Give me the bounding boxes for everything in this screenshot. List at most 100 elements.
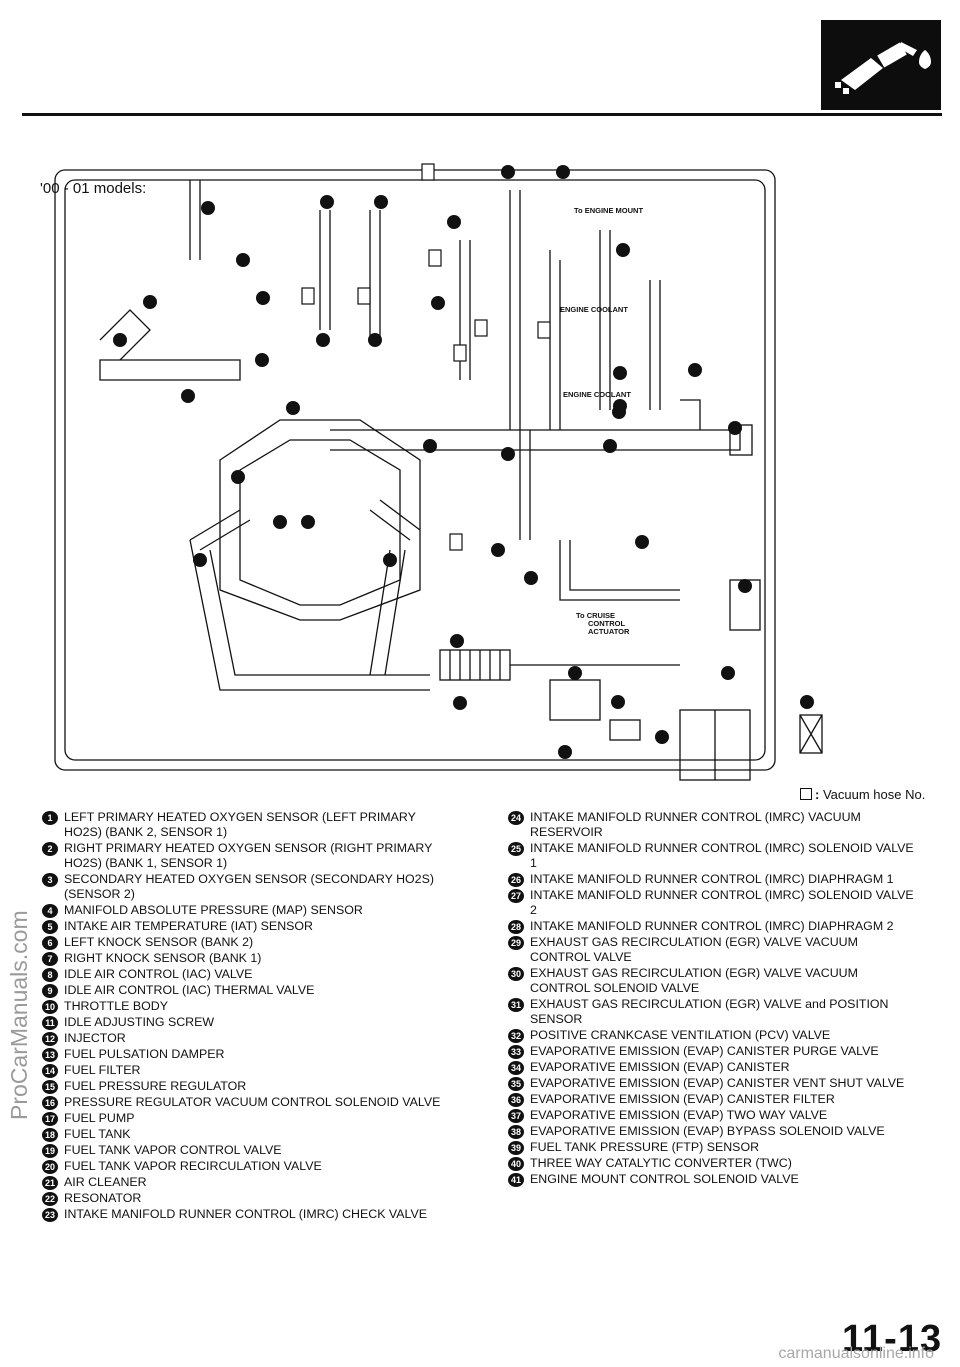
legend-text: THROTTLE BODY: [64, 999, 168, 1013]
legend-number-badge: 16: [42, 1096, 58, 1110]
legend-number-badge: 40: [508, 1157, 524, 1171]
legend-number-badge: 25: [508, 842, 524, 856]
legend-text: IDLE AIR CONTROL (IAC) THERMAL VALVE: [64, 983, 315, 997]
legend-number-badge: 8: [42, 968, 58, 982]
legend-number-badge: 17: [42, 1112, 58, 1126]
to-engine-mount-label: To ENGINE MOUNT: [574, 206, 643, 215]
legend-number-badge: 1: [42, 811, 58, 825]
legend-item: 24 INTAKE MANIFOLD RUNNER CONTROL (IMRC) …: [508, 810, 918, 840]
legend-text: INJECTOR: [64, 1031, 126, 1045]
legend-text: RIGHT PRIMARY HEATED OXYGEN SENSOR (RIGH…: [64, 841, 433, 870]
legend-text: RESONATOR: [64, 1191, 142, 1205]
legend-item: 23 INTAKE MANIFOLD RUNNER CONTROL (IMRC) …: [42, 1207, 452, 1222]
vacuum-hose-legend-text: Vacuum hose No.: [822, 787, 926, 802]
legend-item: 30 EXHAUST GAS RECIRCULATION (EGR) VALVE …: [508, 966, 918, 996]
legend-number-badge: 26: [508, 873, 524, 887]
legend-text: INTAKE MANIFOLD RUNNER CONTROL (IMRC) DI…: [530, 872, 894, 886]
legend-text: EXHAUST GAS RECIRCULATION (EGR) VALVE an…: [530, 997, 889, 1026]
legend-item: 20 FUEL TANK VAPOR RECIRCULATION VALVE: [42, 1159, 452, 1174]
legend-text: FUEL FILTER: [64, 1063, 141, 1077]
legend-text: THREE WAY CATALYTIC CONVERTER (TWC): [530, 1156, 792, 1170]
legend-number-badge: 31: [508, 998, 524, 1012]
legend-number-badge: 22: [42, 1192, 58, 1206]
legend-text: RIGHT KNOCK SENSOR (BANK 1): [64, 951, 262, 965]
legend-text: FUEL PRESSURE REGULATOR: [64, 1079, 247, 1093]
legend-number-badge: 28: [508, 920, 524, 934]
legend-item: 28 INTAKE MANIFOLD RUNNER CONTROL (IMRC) …: [508, 919, 918, 934]
legend-item: 22 RESONATOR: [42, 1191, 452, 1206]
to-cruise-label: To CRUISE: [576, 611, 615, 620]
legend-number-badge: 36: [508, 1093, 524, 1107]
legend-text: INTAKE MANIFOLD RUNNER CONTROL (IMRC) DI…: [530, 919, 894, 933]
legend-number-badge: 12: [42, 1032, 58, 1046]
legend-number-badge: 32: [508, 1029, 524, 1043]
legend-text: IDLE AIR CONTROL (IAC) VALVE: [64, 967, 253, 981]
legend-text: FUEL TANK VAPOR CONTROL VALVE: [64, 1143, 282, 1157]
legend-item: 12 INJECTOR: [42, 1031, 452, 1046]
legend-number-badge: 24: [508, 811, 524, 825]
legend-text: FUEL PULSATION DAMPER: [64, 1047, 225, 1061]
legend-text: EVAPORATIVE EMISSION (EVAP) CANISTER FIL…: [530, 1092, 835, 1106]
legend-text: IDLE ADJUSTING SCREW: [64, 1015, 215, 1029]
legend-item: 11 IDLE ADJUSTING SCREW: [42, 1015, 452, 1030]
legend-number-badge: 30: [508, 967, 524, 981]
vacuum-hose-legend: : Vacuum hose No.: [800, 787, 925, 802]
legend-number-badge: 20: [42, 1160, 58, 1174]
legend-number-badge: 35: [508, 1077, 524, 1091]
legend-number-badge: 19: [42, 1144, 58, 1158]
legend-text: EXHAUST GAS RECIRCULATION (EGR) VALVE VA…: [530, 966, 858, 995]
legend-number-badge: 11: [42, 1016, 58, 1030]
legend-number-badge: 23: [42, 1208, 58, 1222]
fuel-nozzle-icon: [821, 20, 941, 110]
legend-text: FUEL TANK VAPOR RECIRCULATION VALVE: [64, 1159, 322, 1173]
legend-item: 2 RIGHT PRIMARY HEATED OXYGEN SENSOR (RIG…: [42, 841, 452, 871]
legend-text: INTAKE MANIFOLD RUNNER CONTROL (IMRC) SO…: [530, 841, 914, 870]
legend-item: 36 EVAPORATIVE EMISSION (EVAP) CANISTER F…: [508, 1092, 918, 1107]
legend-item: 7 RIGHT KNOCK SENSOR (BANK 1): [42, 951, 452, 966]
legend-number-badge: 4: [42, 904, 58, 918]
actuator-label: ACTUATOR: [588, 627, 630, 636]
legend-number-badge: 7: [42, 952, 58, 966]
legend-text: MANIFOLD ABSOLUTE PRESSURE (MAP) SENSOR: [64, 903, 363, 917]
legend-item: 40 THREE WAY CATALYTIC CONVERTER (TWC): [508, 1156, 918, 1171]
engine-coolant-label-1: ENGINE COOLANT: [560, 305, 628, 314]
legend-number-badge: 38: [508, 1125, 524, 1139]
page-number: 11-13: [842, 1318, 943, 1360]
vacuum-hose-diagram: To ENGINE MOUNT ENGINE COOLANT ENGINE CO…: [54, 163, 823, 781]
legend-item: 25 INTAKE MANIFOLD RUNNER CONTROL (IMRC) …: [508, 841, 918, 871]
legend-number-badge: 34: [508, 1061, 524, 1075]
watermark-carmanualsonline: carmanualsonline.info: [778, 1345, 934, 1362]
legend-text: INTAKE MANIFOLD RUNNER CONTROL (IMRC) CH…: [64, 1207, 428, 1221]
legend-text: EVAPORATIVE EMISSION (EVAP) TWO WAY VALV…: [530, 1108, 828, 1122]
legend-number-badge: 37: [508, 1109, 524, 1123]
legend-text: INTAKE MANIFOLD RUNNER CONTROL (IMRC) VA…: [530, 810, 861, 839]
legend-text: FUEL PUMP: [64, 1111, 135, 1125]
legend-number-badge: 6: [42, 936, 58, 950]
legend-item: 8 IDLE AIR CONTROL (IAC) VALVE: [42, 967, 452, 982]
legend-text: AIR CLEANER: [64, 1175, 147, 1189]
legend-text: EVAPORATIVE EMISSION (EVAP) CANISTER PUR…: [530, 1044, 879, 1058]
legend-number-badge: 39: [508, 1141, 524, 1155]
legend-number-badge: 2: [42, 842, 58, 856]
legend-number-badge: 18: [42, 1128, 58, 1142]
legend-number-badge: 41: [508, 1173, 524, 1187]
legend-number-badge: 27: [508, 889, 524, 903]
watermark-procarmanuals: ProCarManuals.com: [6, 910, 32, 1120]
legend-item: 4 MANIFOLD ABSOLUTE PRESSURE (MAP) SENSOR: [42, 903, 452, 918]
